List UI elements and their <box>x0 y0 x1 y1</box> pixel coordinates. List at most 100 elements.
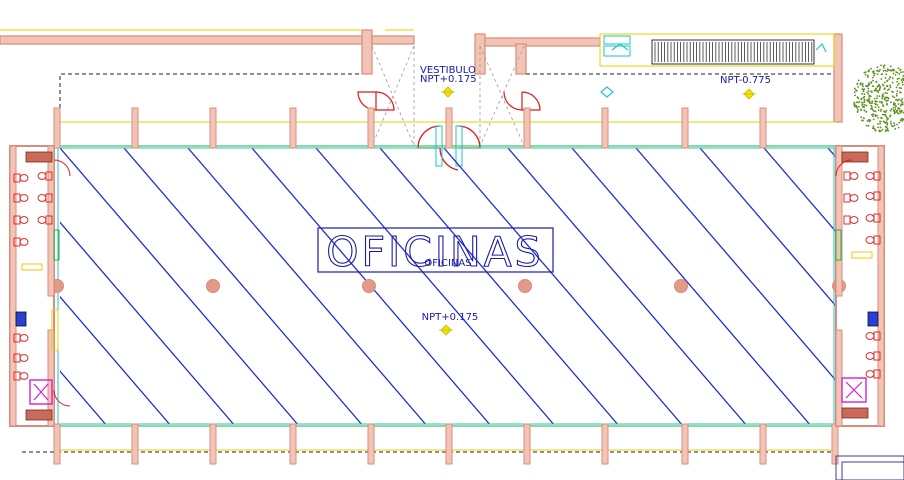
tree-dot <box>886 70 888 72</box>
tree-dot <box>896 80 899 83</box>
tree-dot <box>874 102 876 105</box>
tree-dot <box>881 128 884 131</box>
pilaster-bottom <box>601 423 609 465</box>
tree-dot <box>900 87 903 90</box>
tree-dot <box>866 74 869 77</box>
tree-dot <box>853 103 856 106</box>
tree-dot <box>892 77 894 80</box>
tree-dot <box>857 108 859 111</box>
hatch-line <box>315 148 554 424</box>
tree-dot <box>891 81 894 84</box>
tree-dot <box>893 112 896 115</box>
toilet-bowl <box>37 194 47 202</box>
tree-dot <box>890 70 893 72</box>
tree-dot <box>857 79 860 82</box>
tree-dot <box>893 122 895 125</box>
tree-dot <box>877 126 880 129</box>
tree-dot <box>874 110 877 113</box>
tree-dot <box>886 127 889 130</box>
tree-dot <box>878 87 881 90</box>
tree-dot <box>876 114 878 117</box>
bottom-right-walls <box>835 455 904 480</box>
tree-dot <box>877 106 880 109</box>
toilet-bowl <box>865 236 875 244</box>
level-marker-icon <box>439 86 756 336</box>
tree-dot <box>881 73 884 76</box>
tree-dot <box>863 93 866 95</box>
tree-dot <box>872 115 874 118</box>
tree-dot <box>889 115 891 118</box>
tree-dot <box>879 68 881 71</box>
tree-dot <box>859 83 862 86</box>
tree-dot <box>872 85 874 87</box>
tree-dot <box>892 69 895 71</box>
tree-dot <box>861 105 864 108</box>
tree-dot <box>880 110 882 112</box>
tree-dot <box>883 113 886 116</box>
tree-dot <box>866 100 869 103</box>
toilet-bowl <box>865 332 875 340</box>
tree-dot <box>867 98 870 101</box>
tree-dot <box>886 123 888 126</box>
tree-dot <box>879 120 882 123</box>
tree-dot <box>881 96 884 98</box>
tree-dot <box>900 100 903 102</box>
tree-dot <box>894 74 897 76</box>
toilet-icon <box>13 237 29 247</box>
tree-dot <box>896 112 899 114</box>
toilet-icon <box>37 215 53 225</box>
toilet-bowl <box>865 192 875 200</box>
tree-dot <box>898 77 900 80</box>
tree-dot <box>869 95 872 98</box>
tree-dot <box>874 88 877 91</box>
tree-dot <box>896 123 898 126</box>
tree-dot <box>870 104 873 107</box>
tree-dot <box>898 98 900 101</box>
pilaster-top <box>131 107 139 149</box>
tree-dot <box>857 97 860 100</box>
toilet-bowl <box>19 238 29 246</box>
tree-dot <box>883 98 886 101</box>
tree-dot <box>861 92 863 95</box>
tree-dot <box>865 84 867 87</box>
toilet-bowl <box>19 354 29 362</box>
toilet-icon <box>865 235 881 245</box>
tree-dot <box>894 108 897 110</box>
hatch-line <box>60 148 298 424</box>
tree-dot <box>872 71 874 73</box>
tree-dot <box>897 67 900 70</box>
pilaster-top <box>367 107 375 149</box>
room-level-label: NPT+0.175 <box>422 312 479 323</box>
tree-dot <box>879 126 882 129</box>
tree-dot <box>890 108 893 111</box>
tree-dot <box>856 96 859 98</box>
tree-dot <box>892 91 894 93</box>
tree-dot <box>901 120 904 122</box>
tree-dot <box>870 81 872 83</box>
tree-dot <box>895 110 898 112</box>
stair-block <box>599 33 835 67</box>
tree-dot <box>867 76 869 78</box>
tree-dot <box>901 98 904 100</box>
toilet-bowl <box>19 216 29 224</box>
room-name-label: OFICINAS <box>424 258 471 269</box>
toilet-bowl <box>37 216 47 224</box>
tree-dot <box>883 67 885 69</box>
hatch-line <box>507 148 746 424</box>
tree-dot <box>865 110 868 113</box>
tree-dot <box>892 72 895 75</box>
tree-dot <box>895 94 898 97</box>
tree-dot <box>894 103 896 105</box>
toilet-icon <box>843 215 859 225</box>
tree-icon <box>853 64 904 133</box>
tree-dot <box>862 85 864 88</box>
tree-dot <box>876 95 879 97</box>
tree-dot <box>863 101 865 104</box>
wall-pilasters <box>53 107 839 465</box>
tree-dot <box>884 81 886 84</box>
tree-dot <box>890 124 893 127</box>
pilaster-bottom <box>367 423 375 465</box>
tree-dot <box>868 101 871 104</box>
tree-dot <box>863 95 866 98</box>
